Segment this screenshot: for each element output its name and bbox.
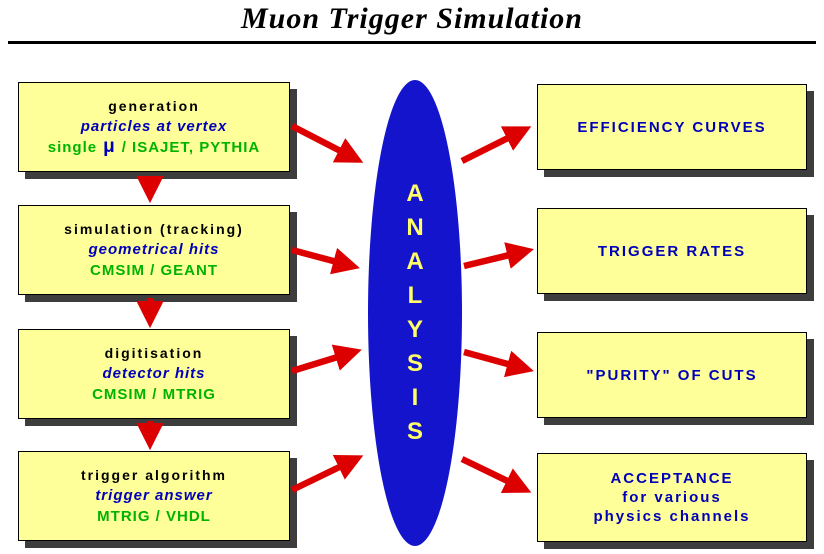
- simulation-title: simulation (tracking): [64, 221, 244, 237]
- analysis-letter: N: [406, 214, 424, 241]
- arrow-analysis-to-efficiency-curves: [460, 126, 532, 164]
- analysis-letter: I: [411, 384, 419, 411]
- analysis-ellipse: A N A L Y S I S: [368, 80, 462, 546]
- trigger-rates-box: TRIGGER RATES: [537, 208, 807, 294]
- digitisation-box: digitisation detector hits CMSIM / MTRIG: [18, 329, 290, 419]
- trigger-rates-label: TRIGGER RATES: [597, 242, 747, 260]
- acceptance-box: ACCEPTANCE for various physics channels: [537, 453, 807, 542]
- analysis-letter: A: [406, 248, 424, 275]
- simulation-subtitle: geometrical hits: [88, 241, 220, 258]
- generation-tools-pre: single: [47, 139, 98, 156]
- arrow-analysis-to-trigger-rates: [463, 242, 534, 270]
- arrow-simulation-to-analysis: [291, 246, 360, 275]
- digitisation-subtitle: detector hits: [102, 365, 206, 382]
- efficiency-curves-box: EFFICIENCY CURVES: [537, 84, 807, 170]
- simulation-tools: CMSIM / GEANT: [90, 262, 218, 279]
- digitisation-tools: CMSIM / MTRIG: [92, 386, 216, 403]
- arrow-analysis-to-purity-of-cuts: [463, 348, 534, 378]
- arrow-generation-to-analysis: [290, 123, 364, 163]
- analysis-letter: S: [406, 350, 423, 377]
- analysis-letter: L: [407, 282, 423, 309]
- trigger-algorithm-title: trigger algorithm: [80, 467, 227, 483]
- acceptance-label-line3: physics channels: [593, 508, 751, 525]
- mu-symbol: μ: [103, 136, 116, 157]
- purity-of-cuts-box: "PURITY" OF CUTS: [537, 332, 807, 418]
- title-underline: [8, 41, 816, 44]
- generation-tools-post: / ISAJET, PYTHIA: [121, 139, 261, 156]
- analysis-letter: A: [406, 180, 424, 207]
- acceptance-label-line1: ACCEPTANCE: [610, 470, 734, 487]
- arrow-digitisation-to-analysis: [291, 344, 362, 375]
- page-title: Muon Trigger Simulation: [241, 2, 583, 35]
- digitisation-title: digitisation: [104, 345, 204, 361]
- analysis-letter: S: [406, 418, 423, 445]
- trigger-algorithm-subtitle: trigger answer: [95, 487, 213, 504]
- simulation-box: simulation (tracking) geometrical hits C…: [18, 205, 290, 295]
- purity-of-cuts-label: "PURITY" OF CUTS: [586, 366, 758, 384]
- analysis-letter: Y: [406, 316, 423, 343]
- arrow-trigger-algorithm-to-analysis: [290, 455, 364, 493]
- generation-title: generation: [108, 98, 200, 114]
- arrow-analysis-to-acceptance: [460, 456, 532, 493]
- generation-subtitle: particles at vertex: [80, 118, 228, 135]
- efficiency-curves-label: EFFICIENCY CURVES: [577, 118, 767, 136]
- trigger-algorithm-tools: MTRIG / VHDL: [97, 508, 211, 525]
- trigger-algorithm-box: trigger algorithm trigger answer MTRIG /…: [18, 451, 290, 541]
- acceptance-label-line2: for various: [622, 489, 722, 506]
